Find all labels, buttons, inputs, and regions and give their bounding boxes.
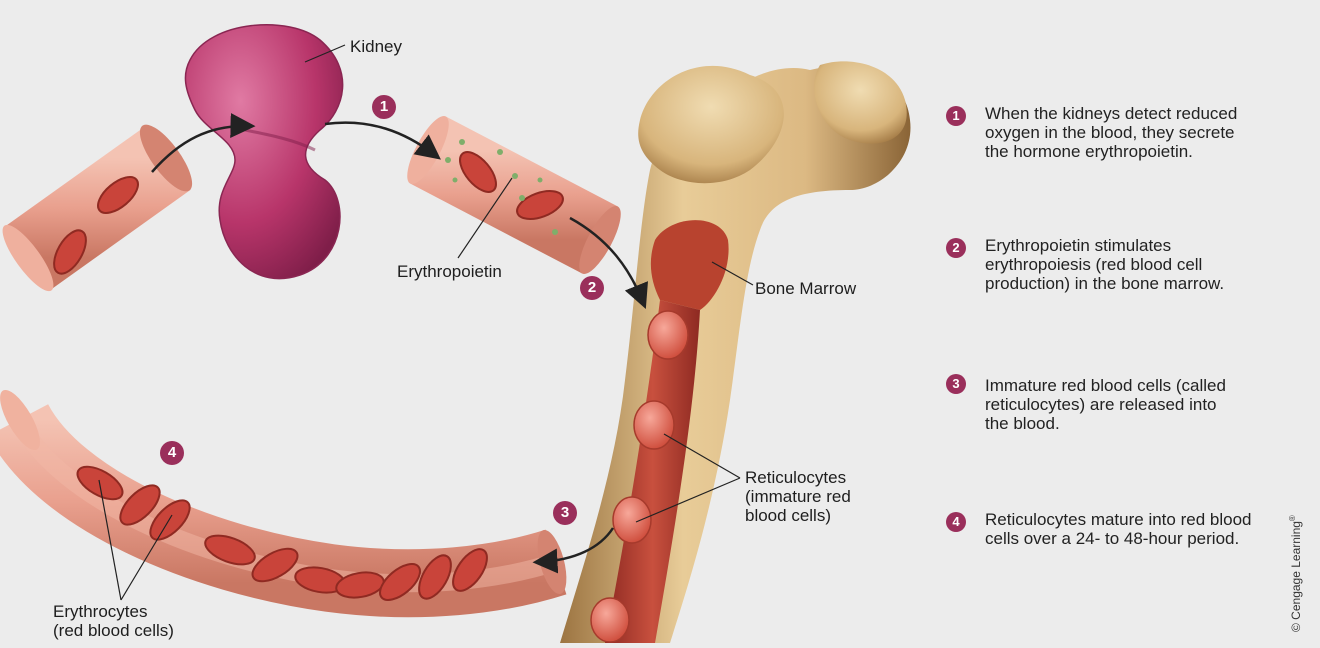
- step-4-text: Reticulocytes mature into red blood cell…: [985, 510, 1305, 548]
- diagram-badge-2: 2: [580, 276, 604, 300]
- step-2-badge: 2: [946, 238, 966, 258]
- upper-middle-vessel: [400, 111, 629, 279]
- reticulocytes-label-line-2: (immature red: [745, 487, 851, 506]
- step-4-line-1: Reticulocytes mature into red blood: [985, 510, 1305, 529]
- upper-left-vessel: [0, 117, 201, 297]
- copyright-notice: © Cengage Learning®: [1288, 515, 1303, 632]
- erythrocytes-label: Erythrocytes (red blood cells): [53, 602, 174, 640]
- erythrocytes-label-line-1: Erythrocytes: [53, 602, 174, 621]
- step-2-line-3: production) in the bone marrow.: [985, 274, 1305, 293]
- step-4-line-2: cells over a 24- to 48-hour period.: [985, 529, 1305, 548]
- diagram-badge-4: 4: [160, 441, 184, 465]
- step-1-text: When the kidneys detect reduced oxygen i…: [985, 104, 1305, 161]
- step-1-line-2: oxygen in the blood, they secrete: [985, 123, 1305, 142]
- diagram-badge-1: 1: [372, 95, 396, 119]
- copyright-mark: ®: [1288, 515, 1297, 521]
- step-2-text: Erythropoietin stimulates erythropoiesis…: [985, 236, 1305, 293]
- bone-marrow-label: Bone Marrow: [755, 279, 856, 298]
- step-4-badge: 4: [946, 512, 966, 532]
- copyright-text: © Cengage Learning: [1289, 521, 1303, 632]
- bone: [560, 61, 910, 643]
- kidney-label: Kidney: [350, 37, 402, 56]
- step-3-text: Immature red blood cells (called reticul…: [985, 376, 1305, 433]
- step-2-line-1: Erythropoietin stimulates: [985, 236, 1305, 255]
- reticulocytes-label-line-3: blood cells): [745, 506, 851, 525]
- step-2-line-2: erythropoiesis (red blood cell: [985, 255, 1305, 274]
- step-1-line-1: When the kidneys detect reduced: [985, 104, 1305, 123]
- step-1-badge: 1: [946, 106, 966, 126]
- step-3-line-1: Immature red blood cells (called: [985, 376, 1305, 395]
- reticulocytes-label-line-1: Reticulocytes: [745, 468, 851, 487]
- step-3-line-3: the blood.: [985, 414, 1305, 433]
- diagram-badge-3: 3: [553, 501, 577, 525]
- erythropoietin-label: Erythropoietin: [397, 262, 502, 281]
- step-3-line-2: reticulocytes) are released into: [985, 395, 1305, 414]
- bottom-vessel: [0, 385, 572, 607]
- step-1-line-3: the hormone erythropoietin.: [985, 142, 1305, 161]
- step-3-badge: 3: [946, 374, 966, 394]
- kidney: [185, 25, 342, 279]
- erythrocytes-label-line-2: (red blood cells): [53, 621, 174, 640]
- reticulocytes-label: Reticulocytes (immature red blood cells): [745, 468, 851, 525]
